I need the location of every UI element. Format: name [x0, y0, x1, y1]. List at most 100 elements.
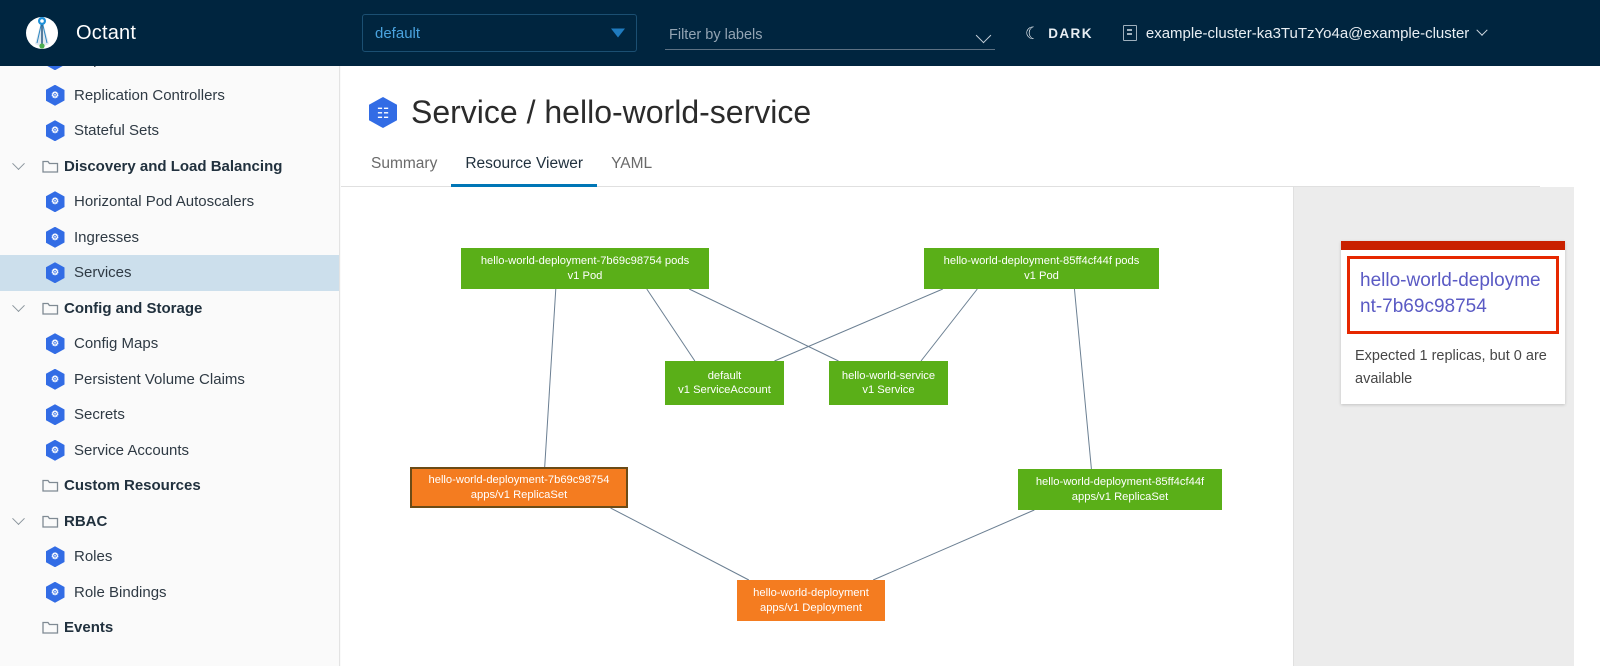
graph-node-name: hello-world-service: [841, 369, 936, 382]
k8s-hpa-icon: ⚙: [36, 191, 74, 213]
cluster-icon: [1122, 25, 1137, 41]
folder-icon: [36, 301, 64, 316]
alert-title[interactable]: hello-world-deployment-7b69c98754: [1360, 270, 1541, 318]
sidebar-item-replication-controllers[interactable]: ⚙Replication Controllers: [0, 78, 339, 114]
page-title: Service / hello-world-service: [411, 94, 812, 130]
k8s-serviceaccount-icon: ⚙: [36, 439, 74, 461]
folder-icon: [36, 620, 64, 635]
sidebar-item-events[interactable]: Events: [0, 610, 339, 646]
alert-card[interactable]: hello-world-deployment-7b69c98754 Expect…: [1341, 241, 1565, 405]
sidebar-item-label: RBAC: [64, 512, 108, 530]
cluster-name: example-cluster-ka3TuTzYo4a@example-clus…: [1145, 24, 1470, 42]
graph-edges: [544, 288, 1092, 581]
sidebar-item-horizontal-pod-autoscalers[interactable]: ⚙Horizontal Pod Autoscalers: [0, 184, 339, 220]
sidebar-item-role-bindings[interactable]: ⚙Role Bindings: [0, 575, 339, 611]
octant-logo-icon: [22, 13, 62, 53]
graph-edge: [774, 288, 943, 362]
chevron-down-icon[interactable]: [0, 512, 36, 526]
sidebar-item-label: Persistent Volume Claims: [74, 370, 245, 388]
k8s-secret-icon: ⚙: [36, 404, 74, 426]
tab-bar[interactable]: Summary Resource Viewer YAML: [341, 151, 1540, 187]
chevron-down-icon[interactable]: [0, 157, 36, 171]
graph-node-name: hello-world-deployment-7b69c98754 pods: [480, 255, 690, 268]
k8s-ingress-icon: ⚙: [36, 226, 74, 248]
k8s-service-icon: ⚙: [36, 262, 74, 284]
sidebar-item-service-accounts[interactable]: ⚙Service Accounts: [0, 433, 339, 469]
sidebar-item-rbac[interactable]: RBAC: [0, 504, 339, 540]
page-header: ☷ Service / hello-world-service: [341, 66, 1600, 131]
graph-node-kind: v1 Pod: [1024, 269, 1059, 282]
sidebar-item-discovery-and-load-balancing[interactable]: Discovery and Load Balancing: [0, 149, 339, 185]
sidebar-item-services[interactable]: ⚙Services: [0, 255, 339, 291]
graph-edge: [610, 507, 750, 581]
graph-node-name: hello-world-deployment-85ff4cf44f: [1035, 476, 1205, 489]
tab-summary[interactable]: Summary: [371, 155, 438, 172]
sidebar-item-label: Services: [74, 264, 132, 282]
chevron-down-icon: [975, 27, 992, 44]
k8s-replicaset-icon: ⚙: [36, 66, 74, 71]
graph-node-name: hello-world-deployment: [753, 587, 869, 600]
app-header: Octant default Filter by labels ☾ DARK e…: [0, 0, 1600, 66]
sidebar-item-config-maps[interactable]: ⚙Config Maps: [0, 326, 339, 362]
brand-name: Octant: [76, 21, 137, 44]
sidebar-item-secrets[interactable]: ⚙Secrets: [0, 397, 339, 433]
sidebar-nav[interactable]: ⚙Replica Sets⚙Replication Controllers⚙St…: [0, 66, 340, 666]
sidebar-item-label: Custom Resources: [64, 477, 201, 495]
sidebar-item-custom-resources[interactable]: Custom Resources: [0, 468, 339, 504]
sidebar-item-roles[interactable]: ⚙Roles: [0, 539, 339, 575]
sidebar-item-ingresses[interactable]: ⚙Ingresses: [0, 220, 339, 256]
sidebar-item-label: Discovery and Load Balancing: [64, 157, 283, 175]
tab-resource-viewer[interactable]: Resource Viewer: [451, 151, 598, 187]
sidebar-item-label: Ingresses: [74, 228, 140, 246]
moon-icon: ☾: [1025, 23, 1041, 43]
sidebar-item-label: Roles: [74, 548, 113, 566]
graph-node-kind: apps/v1 Deployment: [759, 601, 862, 614]
k8s-rolebinding-icon: ⚙: [36, 581, 74, 603]
graph-edge: [688, 288, 839, 362]
sidebar-item-config-and-storage[interactable]: Config and Storage: [0, 291, 339, 327]
graph-node-kind: apps/v1 ReplicaSet: [470, 488, 568, 501]
k8s-configmap-icon: ⚙: [36, 333, 74, 355]
namespace-select[interactable]: default: [362, 14, 637, 52]
graph-edge: [920, 288, 978, 362]
graph-node-serviceaccount-default[interactable]: default v1 ServiceAccount: [665, 361, 784, 405]
k8s-service-icon: ☷: [369, 97, 397, 128]
folder-icon: [36, 514, 64, 529]
namespace-value: default: [375, 24, 421, 42]
sidebar-item-label: Events: [64, 619, 114, 637]
sidebar-item-label: Horizontal Pod Autoscalers: [74, 193, 255, 211]
graph-node-kind: v1 Pod: [567, 269, 603, 282]
theme-toggle[interactable]: ☾ DARK: [1025, 25, 1093, 42]
sidebar-item-label: Role Bindings: [74, 583, 167, 601]
cluster-selector[interactable]: example-cluster-ka3TuTzYo4a@example-clus…: [1122, 24, 1488, 42]
graph-edge: [544, 288, 557, 468]
k8s-statefulset-icon: ⚙: [36, 120, 74, 142]
tab-yaml[interactable]: YAML: [611, 155, 653, 172]
graph-node-name: default: [707, 369, 742, 382]
graph-edge: [646, 288, 696, 362]
sidebar-item-label: Config Maps: [74, 335, 159, 353]
folder-icon: [36, 159, 64, 174]
alert-accent-bar: [1341, 241, 1565, 250]
alert-title-box[interactable]: hello-world-deployment-7b69c98754: [1347, 256, 1559, 335]
sidebar-item-label: Stateful Sets: [74, 122, 160, 140]
theme-toggle-label: DARK: [1048, 25, 1093, 41]
sidebar-item-label: Secrets: [74, 406, 125, 424]
label-filter-input[interactable]: Filter by labels: [665, 16, 995, 50]
sidebar-item-label: Service Accounts: [74, 441, 190, 459]
graph-node-kind: v1 ServiceAccount: [678, 384, 771, 396]
sidebar-item-persistent-volume-claims[interactable]: ⚙Persistent Volume Claims: [0, 362, 339, 398]
graph-edge: [872, 509, 1035, 581]
main-content: ☷ Service / hello-world-service Summary …: [341, 66, 1600, 666]
sidebar-item-stateful-sets[interactable]: ⚙Stateful Sets: [0, 113, 339, 149]
sidebar-item-replica-sets[interactable]: ⚙Replica Sets: [0, 66, 339, 78]
chevron-down-icon[interactable]: [0, 299, 36, 313]
brand[interactable]: Octant: [0, 13, 340, 53]
